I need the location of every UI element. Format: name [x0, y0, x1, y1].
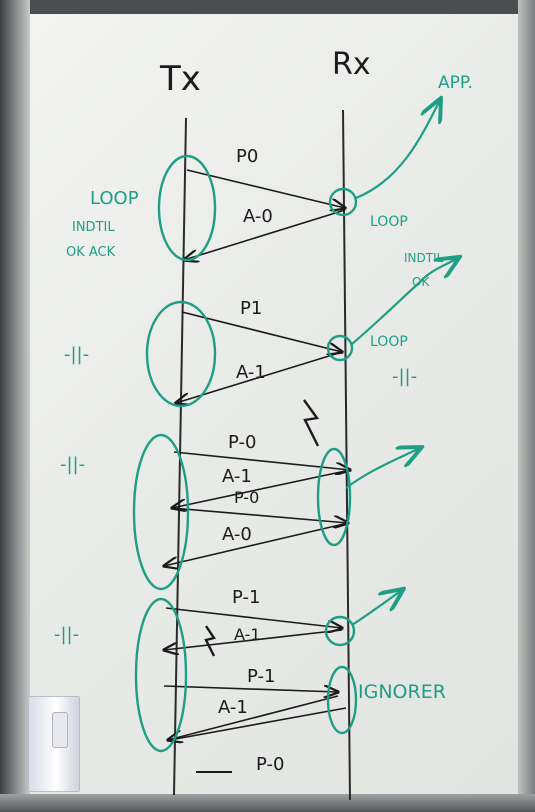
repeat-mark: -||-: [60, 454, 85, 475]
rx-receive-circle-4: [324, 615, 356, 647]
loop-label: LOOP: [90, 188, 139, 209]
deliver-to-app-arrow: [355, 100, 440, 200]
message-label-p0-final: P-0: [256, 754, 284, 775]
deliver-to-app-arrow: [351, 258, 458, 345]
whiteboard-surface: [30, 14, 518, 794]
message-label-a1-b: A-1: [234, 625, 261, 644]
rx-receive-circle-1: [328, 187, 358, 217]
rx-loop-label: LOOP: [370, 334, 408, 350]
lightning-icon: [303, 399, 320, 447]
deliver-to-app-arrow: [351, 590, 402, 626]
message-arrow-p1-b: [165, 607, 342, 628]
message-label-a0: A-0: [243, 206, 273, 227]
tx-lifeline: [173, 117, 187, 796]
message-label-p0-lost: P-0: [228, 432, 256, 453]
tx-loop-ellipse-3: [132, 433, 190, 591]
rx-loop-label: LOOP: [370, 214, 408, 230]
message-arrow-a0: [184, 209, 346, 260]
tx-loop-ellipse-2: [145, 300, 217, 408]
repeat-mark: -||-: [54, 624, 79, 645]
whiteboard-frame-left: [0, 0, 30, 812]
ignore-label: IGNORER: [358, 681, 446, 703]
rx-receive-ellipse-3: [316, 447, 352, 547]
message-arrow-p1-c: [163, 686, 338, 692]
whiteboard-frame-right: [518, 0, 535, 812]
tx-loop-ellipse-1: [157, 154, 217, 262]
message-arrow-p1: [181, 311, 342, 352]
message-arrow-p0-retry: [171, 507, 348, 523]
message-label-p0: P0: [236, 146, 258, 167]
message-label-a0-retry: A-0: [222, 524, 252, 545]
message-label-a1-dup: A-1: [222, 466, 252, 487]
rx-receive-circle-2: [326, 334, 354, 362]
rx-lifeline: [342, 109, 351, 801]
whiteboard-tray: [0, 794, 535, 812]
message-line-p1-c-return: [169, 707, 347, 741]
rx-ok-label: OK: [412, 275, 430, 289]
message-label-p0-retry: P-0: [234, 488, 259, 507]
message-label-p1: P1: [240, 298, 262, 319]
rx-loop-until-label: INDTIL: [404, 251, 444, 265]
tx-loop-ellipse-4: [134, 597, 188, 753]
eraser-clip: [52, 712, 68, 748]
message-arrow-a1-dup: [172, 469, 351, 508]
repeat-mark: -||-: [392, 366, 417, 387]
tx-header: Tx: [159, 59, 201, 99]
rx-receive-ellipse-5: [326, 665, 358, 735]
message-label-p1-b: P-1: [232, 587, 260, 608]
message-arrow-a0-retry: [164, 522, 349, 566]
loop-until-label: INDTIL: [72, 220, 115, 235]
deliver-to-app-arrow: [345, 448, 420, 489]
lightning-icon: [204, 625, 216, 657]
app-label: APP.: [438, 73, 473, 93]
rx-header: Rx: [332, 47, 371, 82]
repeat-mark: -||-: [64, 344, 89, 365]
message-label-a1-c: A-1: [218, 697, 248, 718]
message-arrow-a1-c: [168, 695, 339, 740]
message-label-p1-c: P-1: [247, 666, 275, 687]
message-arrow-a1-b: [164, 629, 343, 650]
ok-ack-label: OK ACK: [66, 245, 116, 260]
message-label-a1: A-1: [236, 362, 266, 383]
whiteboard-frame-top: [0, 0, 535, 14]
message-arrow-p0: [186, 169, 345, 208]
